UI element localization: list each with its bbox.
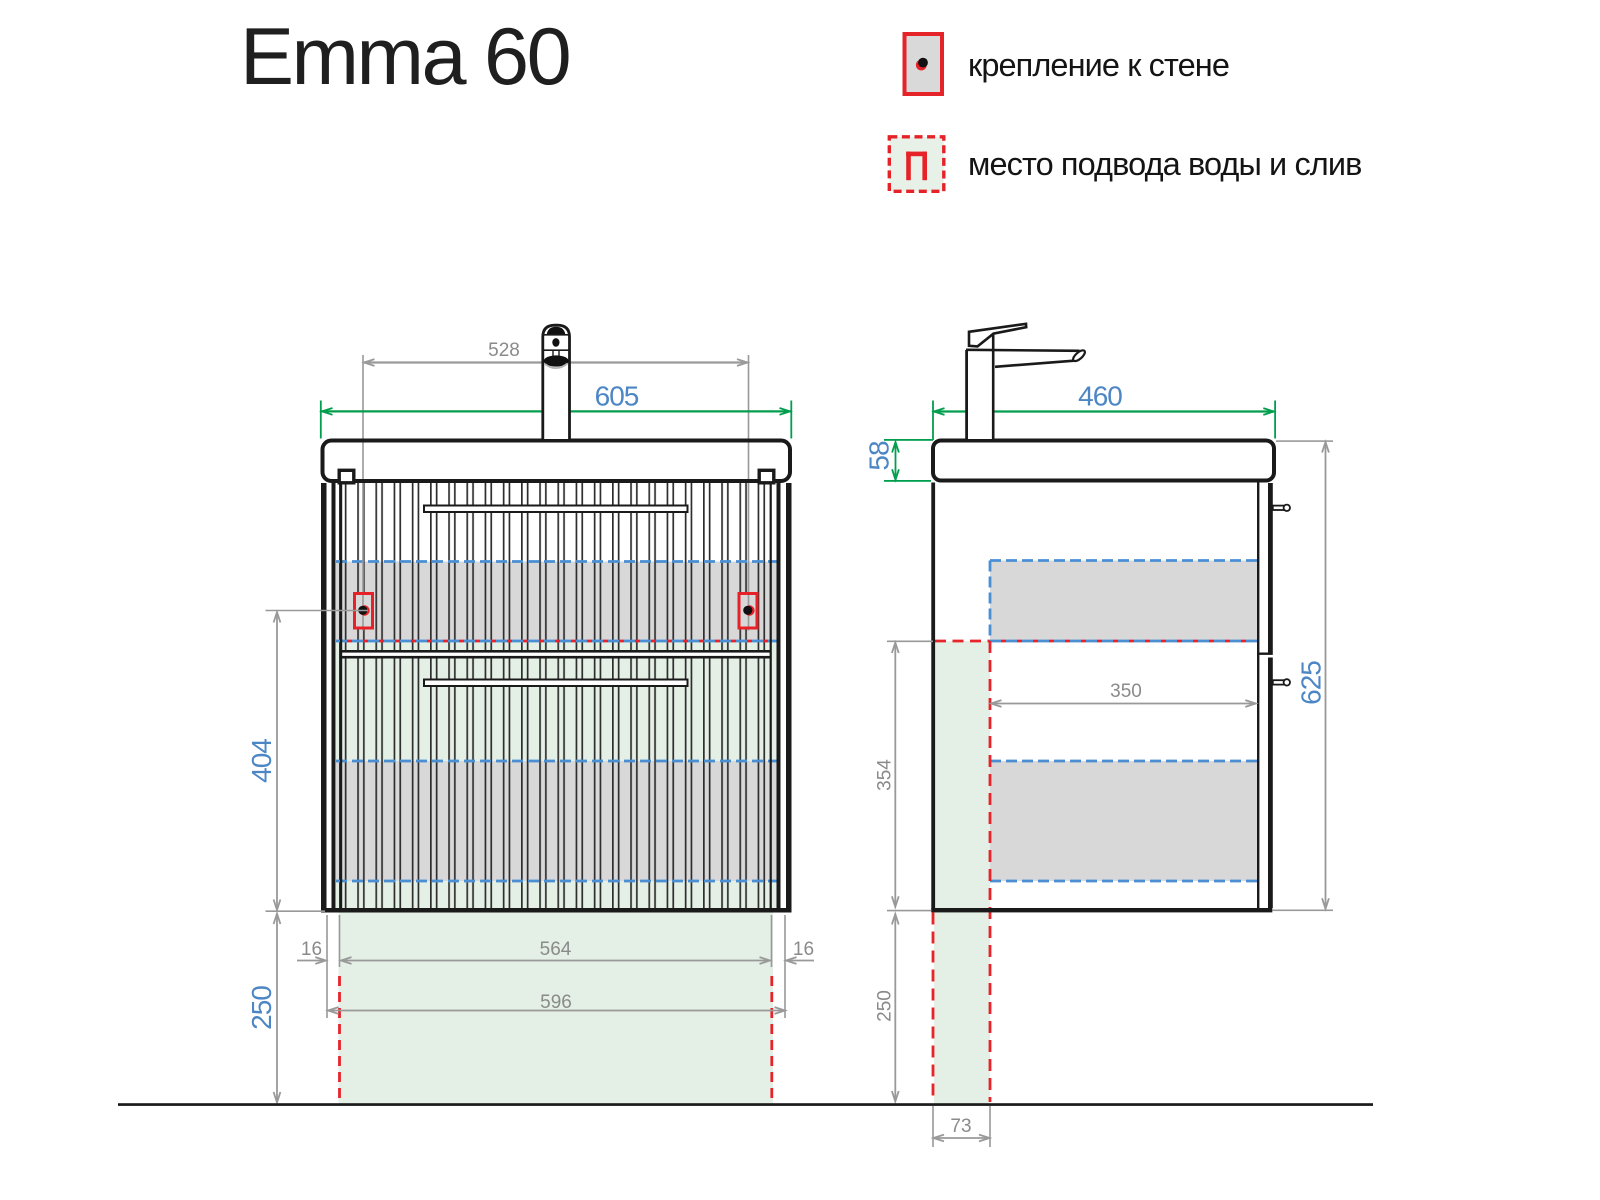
svg-text:460: 460: [1078, 381, 1122, 412]
svg-text:16: 16: [301, 939, 322, 960]
svg-text:73: 73: [950, 1116, 971, 1137]
svg-text:место подвода воды и слив: место подвода воды и слив: [968, 146, 1361, 182]
svg-text:крепление к стене: крепление к стене: [968, 47, 1229, 83]
svg-text:404: 404: [246, 739, 277, 783]
svg-text:Emma 60: Emma 60: [240, 12, 569, 102]
svg-text:596: 596: [540, 992, 572, 1013]
svg-text:58: 58: [864, 441, 895, 471]
svg-text:605: 605: [595, 381, 639, 412]
svg-text:625: 625: [1296, 661, 1327, 705]
svg-text:250: 250: [875, 990, 896, 1022]
svg-text:354: 354: [875, 759, 896, 791]
svg-text:350: 350: [1110, 681, 1142, 702]
svg-text:250: 250: [246, 986, 277, 1030]
svg-text:564: 564: [540, 939, 572, 960]
svg-text:16: 16: [793, 939, 814, 960]
svg-text:528: 528: [488, 340, 520, 361]
